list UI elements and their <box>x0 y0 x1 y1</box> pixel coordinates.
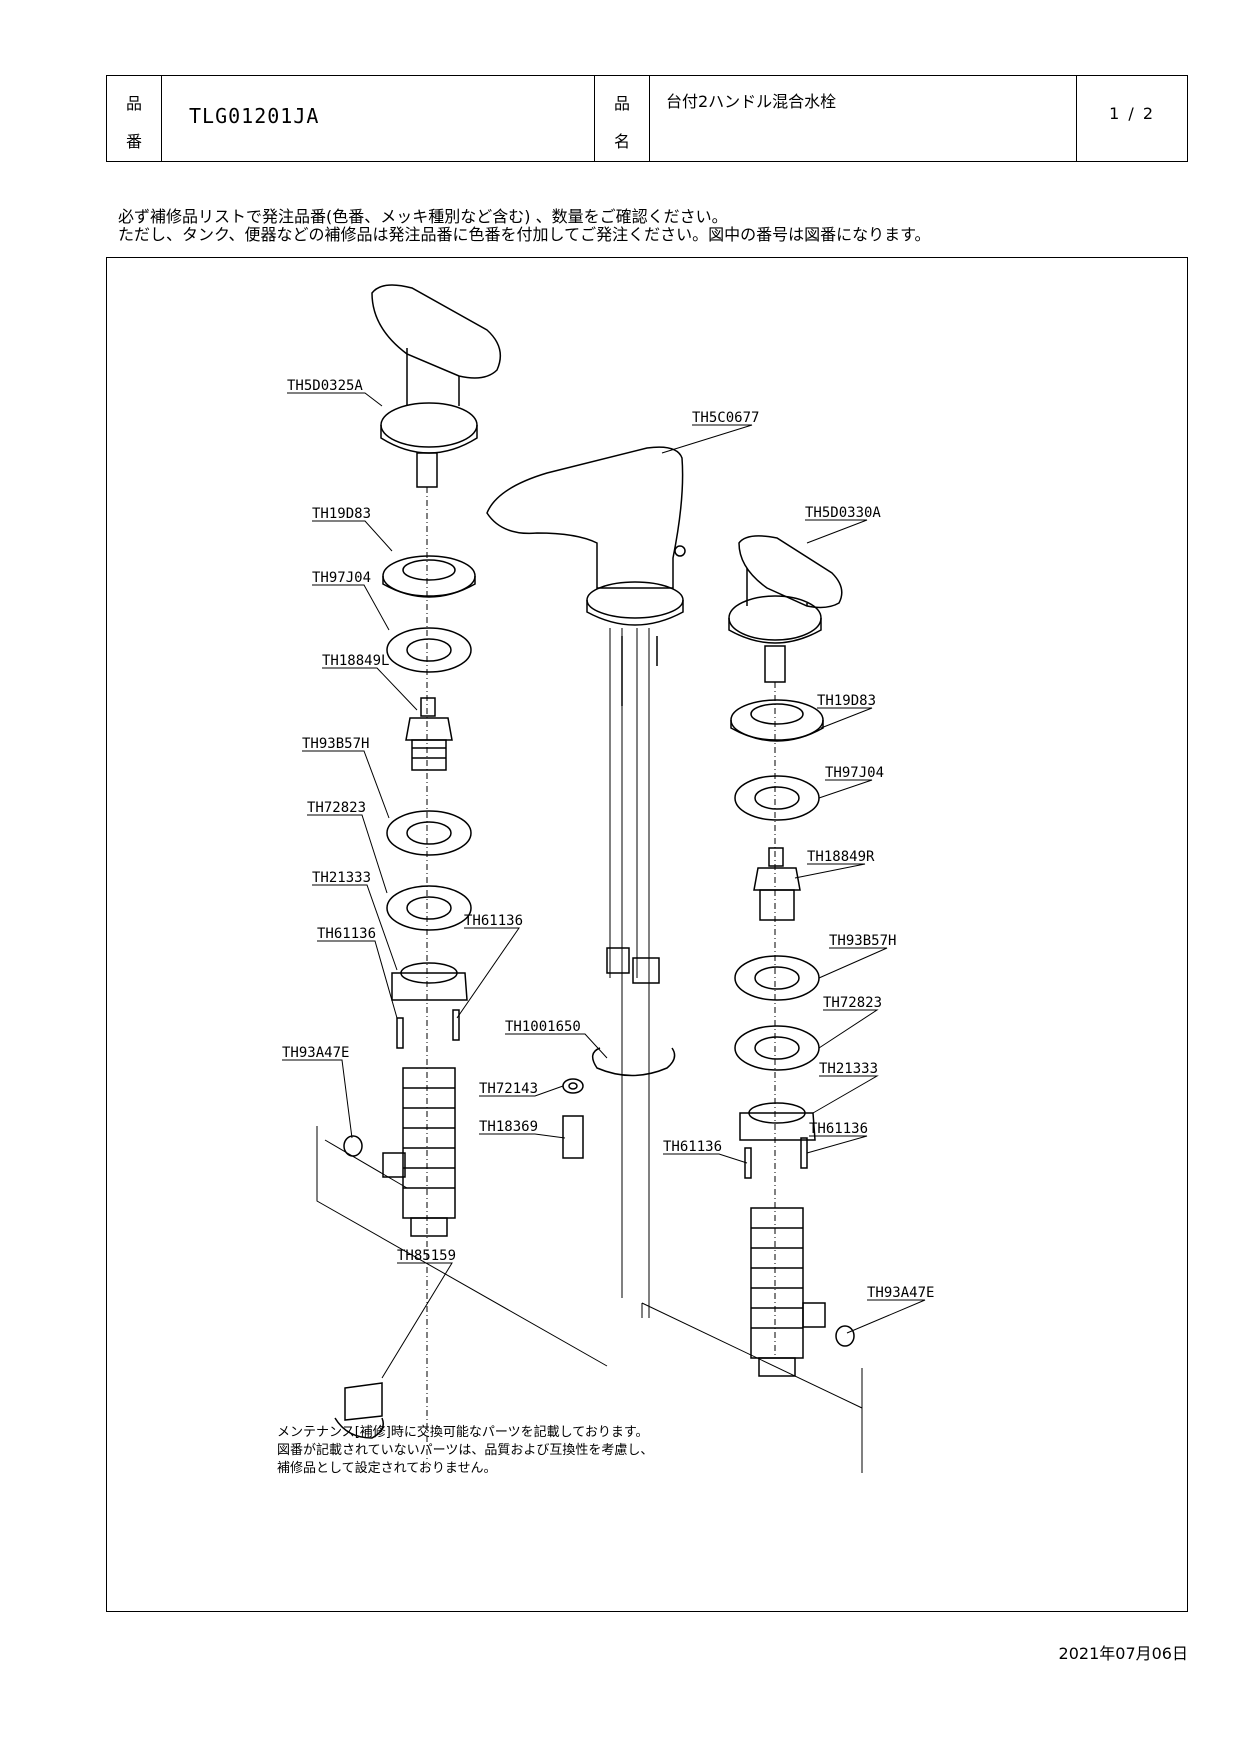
drawing-frame: TH5D0325A TH5C0677 TH19D83 TH5D0330A TH9… <box>106 257 1188 1612</box>
label-th61136-left-2: TH61136 <box>464 913 523 929</box>
label-th18849l: TH18849L <box>322 653 389 669</box>
label-th61136-right-1: TH61136 <box>663 1139 722 1155</box>
label-th5c0677: TH5C0677 <box>692 410 759 426</box>
label-th72823-left: TH72823 <box>307 800 366 816</box>
label-th1001650: TH1001650 <box>505 1019 581 1035</box>
label-th19d83-right: TH19D83 <box>817 693 876 709</box>
right-screws-th61136 <box>744 1137 808 1179</box>
left-washer-th72823 <box>386 885 472 931</box>
name-label-2: 名 <box>613 132 630 151</box>
right-handle-drawing <box>728 535 843 683</box>
label-th21333-left: TH21333 <box>312 870 371 886</box>
product-name: 台付2ハンドル混合水栓 <box>666 92 837 111</box>
maintenance-line-2: 図番が記載されていないパーツは、品質および互換性を考慮し、 <box>277 1442 653 1458</box>
note-line-2: ただし、タンク、便器などの補修品は発注品番に色番を付加してご発注ください。図中の… <box>118 225 931 244</box>
label-th85159: TH85159 <box>397 1248 456 1264</box>
part-number: TLG01201JA <box>189 104 320 128</box>
label-th18369: TH18369 <box>479 1119 538 1135</box>
left-washer-th97j04 <box>386 627 472 673</box>
clip-th1001650 <box>591 1047 676 1077</box>
label-th97j04-left: TH97J04 <box>312 570 371 586</box>
title-block: 品 番 TLG01201JA 品 名 台付2ハンドル混合水栓 1 / 2 <box>106 75 1188 162</box>
part-no-label-1: 品 <box>125 94 142 113</box>
label-th93a47e-right: TH93A47E <box>867 1285 934 1301</box>
spout-hoses <box>606 628 660 984</box>
label-th18849r: TH18849R <box>807 849 875 865</box>
left-bracket-th21333 <box>391 962 468 1001</box>
right-cartridge-th18849r <box>753 847 801 921</box>
label-th61136-right-2: TH61136 <box>809 1121 868 1137</box>
issue-date: 2021年07月06日 <box>1058 1644 1188 1663</box>
maintenance-line-1: メンテナンス[補修]時に交換可能なパーツを記載しております。 <box>277 1424 649 1440</box>
left-ring-th19d83 <box>382 555 476 598</box>
wrench-th85159 <box>334 1382 384 1439</box>
label-th72143: TH72143 <box>479 1081 538 1097</box>
maintenance-line-3: 補修品として設定されておりません。 <box>277 1460 496 1476</box>
exploded-diagram: TH5D0325A TH5C0677 TH19D83 TH5D0330A TH9… <box>277 284 934 1476</box>
nut-th18369 <box>562 1115 584 1159</box>
right-gasket-th93a47e <box>835 1325 855 1347</box>
right-shank <box>750 1207 826 1377</box>
label-th61136-left-1: TH61136 <box>317 926 376 942</box>
name-label-1: 品 <box>613 94 630 113</box>
label-th93b57h-right: TH93B57H <box>829 933 896 949</box>
label-th5d0330a: TH5D0330A <box>805 505 881 521</box>
label-th21333-right: TH21333 <box>819 1061 878 1077</box>
left-cartridge-th18849l <box>405 697 453 771</box>
page-number: 1 / 2 <box>1109 104 1155 123</box>
label-th5d0325a: TH5D0325A <box>287 378 363 394</box>
nut-th72143 <box>562 1078 584 1094</box>
label-th93a47e-left: TH93A47E <box>282 1045 349 1061</box>
label-th93b57h-left: TH93B57H <box>302 736 369 752</box>
label-th97j04-right: TH97J04 <box>825 765 884 781</box>
left-washer-th93b57h <box>386 810 472 856</box>
name-label-cell: 品 名 <box>594 76 650 161</box>
right-ring-th19d83 <box>730 699 824 742</box>
left-handle-drawing <box>371 284 502 488</box>
product-name-cell: 台付2ハンドル混合水栓 <box>650 76 1077 161</box>
left-shank <box>382 1067 456 1237</box>
label-th72823-right: TH72823 <box>823 995 882 1011</box>
left-screws-th61136 <box>396 1009 460 1049</box>
part-no-label-2: 番 <box>125 132 142 151</box>
right-washer-th93b57h <box>734 955 820 1001</box>
note-line-1: 必ず補修品リストで発注品番(色番、メッキ種別など含む) 、数量をご確認ください。 <box>118 207 728 226</box>
right-washer-th97j04 <box>734 775 820 821</box>
label-th19d83-left: TH19D83 <box>312 506 371 522</box>
right-washer-th72823 <box>734 1025 820 1071</box>
spout-drawing <box>486 446 686 626</box>
right-bracket-th21333 <box>739 1102 816 1141</box>
part-no-label-cell: 品 番 <box>107 76 162 161</box>
